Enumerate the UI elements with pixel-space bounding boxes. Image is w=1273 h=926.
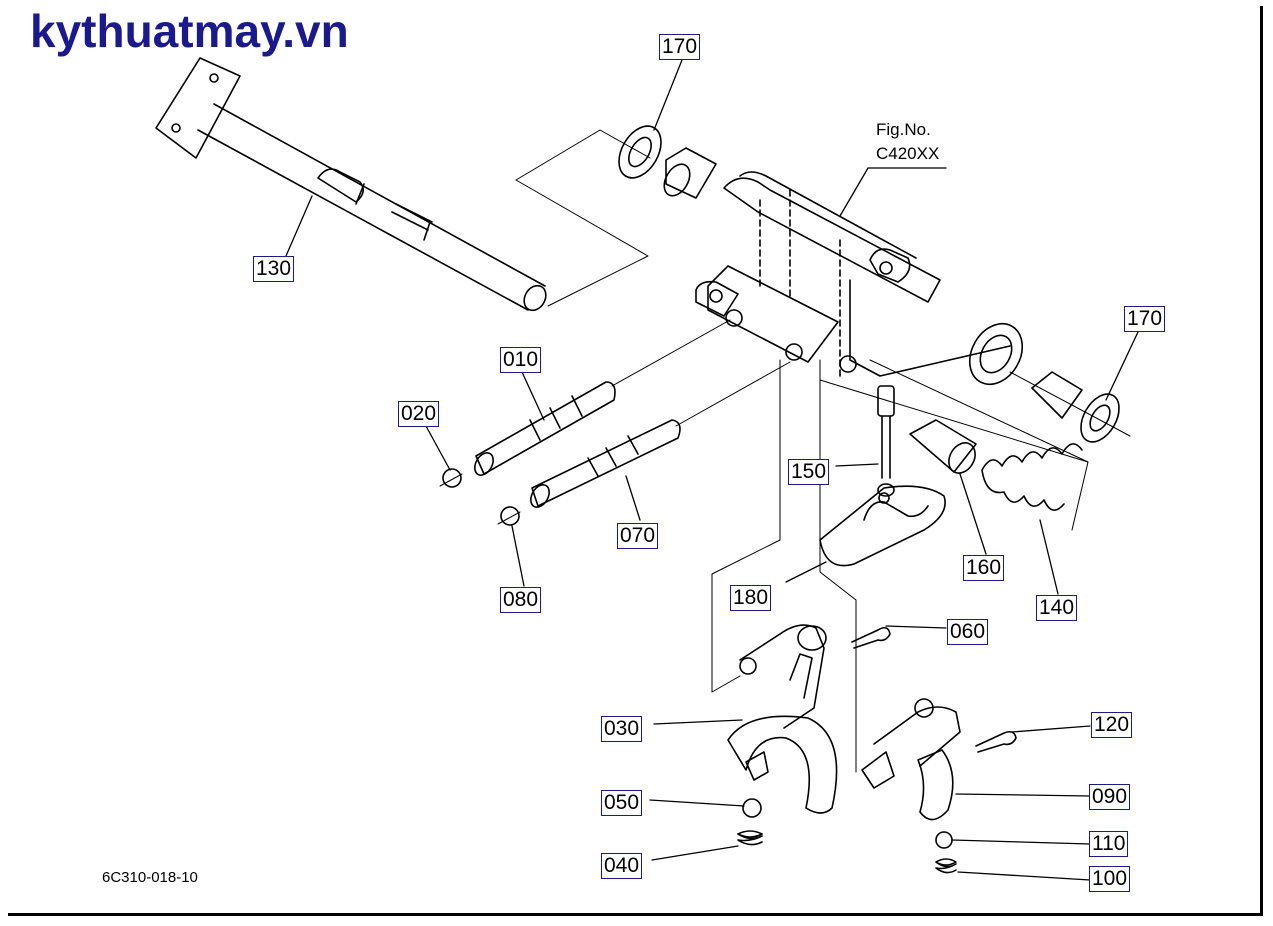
callout-080: 080	[500, 587, 542, 613]
snap-ring-020-drawing	[442, 468, 462, 488]
rod-010-drawing	[474, 319, 731, 476]
diagram-frame	[8, 6, 1263, 916]
callout-100: 100	[1089, 866, 1131, 892]
callout-150: 150	[788, 459, 830, 485]
spring-100-drawing	[935, 858, 957, 874]
figure-reference-line2: C420XX	[876, 144, 940, 163]
seal-170-left-drawing	[618, 125, 717, 199]
callout-040: 040	[601, 853, 643, 879]
callout-140: 140	[1036, 595, 1078, 621]
spring-140-drawing	[981, 443, 1083, 511]
rod-070-drawing	[530, 361, 791, 508]
callout-010: 010	[500, 347, 542, 373]
callout-170-right: 170	[1124, 306, 1166, 332]
watermark-logo: kythuatmay.vn	[30, 5, 349, 57]
drawing-code: 6C310-018-10	[102, 869, 198, 886]
spring-040-drawing	[737, 830, 763, 846]
callout-020: 020	[398, 401, 440, 427]
callout-110: 110	[1089, 831, 1129, 857]
ball-050-drawing	[742, 798, 762, 818]
callout-090: 090	[1089, 784, 1131, 810]
fork-030-drawing	[727, 624, 838, 814]
callout-070: 070	[617, 523, 659, 549]
ball-110-drawing	[935, 831, 953, 849]
callout-120: 120	[1091, 712, 1133, 738]
callout-180: 180	[730, 585, 772, 611]
bushing-160-drawing	[909, 419, 977, 474]
callout-060: 060	[947, 619, 989, 645]
split-pin-060-drawing	[851, 626, 891, 649]
callout-030: 030	[601, 716, 643, 742]
shaft-130-drawing	[155, 57, 547, 312]
snap-ring-080-drawing	[500, 506, 520, 526]
callout-130: 130	[253, 256, 295, 282]
callout-050: 050	[601, 790, 643, 816]
split-pin-120-drawing	[975, 730, 1017, 753]
seal-170-right-drawing	[1009, 371, 1131, 443]
figure-reference: Fig.No. C420XX	[876, 118, 939, 166]
pin-150-drawing	[877, 385, 895, 497]
callout-160: 160	[963, 555, 1005, 581]
housing-drawing	[695, 171, 1089, 531]
callout-170-top: 170	[659, 34, 701, 60]
plate-180-drawing	[819, 485, 946, 567]
figure-reference-line1: Fig.No.	[876, 120, 931, 139]
fork-090-drawing	[861, 698, 961, 821]
